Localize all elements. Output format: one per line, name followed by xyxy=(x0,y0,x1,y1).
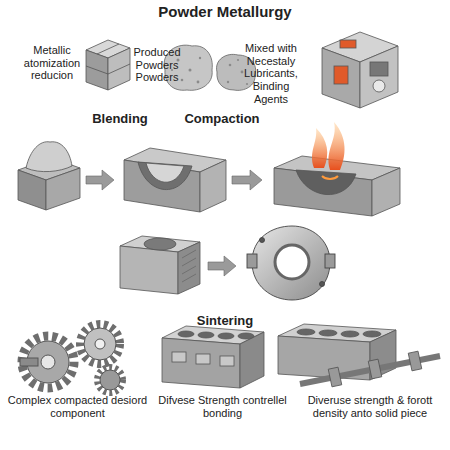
step-heading: Sintering xyxy=(175,314,275,329)
sintered-part-part xyxy=(325,254,335,268)
gear-set-part xyxy=(80,324,120,364)
engine-block-part xyxy=(238,333,254,339)
process-arrow-part xyxy=(208,256,236,276)
compacted-block-part xyxy=(144,238,176,250)
engine-block xyxy=(162,326,264,388)
metal-ingot-part xyxy=(108,64,130,74)
engine-crankshaft-part xyxy=(319,330,337,336)
engine-crankshaft-part xyxy=(408,351,422,371)
sintering-die-part xyxy=(296,170,356,195)
diagram-title: Powder Metallurgy xyxy=(0,3,450,20)
compacted-block-part xyxy=(178,242,200,294)
sintered-part-part xyxy=(260,238,265,243)
engine-block-part xyxy=(220,356,234,366)
compaction-die-part xyxy=(138,162,192,190)
source-label: Mixed with Necestaly Lubricants, Binding… xyxy=(236,42,306,105)
engine-crankshaft-part xyxy=(368,359,382,379)
powder-pile-part xyxy=(189,69,192,72)
metal-ingot xyxy=(86,40,130,90)
sintered-part-part xyxy=(247,254,257,268)
engine-crankshaft-part xyxy=(328,367,342,387)
powder-pile-part xyxy=(227,81,229,83)
sintering-die-part xyxy=(328,122,344,170)
gear-set-part xyxy=(84,328,116,360)
engine-block-part xyxy=(178,331,194,337)
engine-block-part xyxy=(198,332,214,338)
powder-pile-part xyxy=(237,59,239,61)
sintered-part-part xyxy=(275,245,309,279)
step-heading: Compaction xyxy=(176,112,268,127)
metal-ingot-part xyxy=(86,66,108,74)
engine-crankshaft xyxy=(278,324,440,387)
compacted-block xyxy=(120,236,200,294)
powder-pile-part xyxy=(246,83,248,85)
mixing-machine-part xyxy=(373,80,385,92)
compaction-die-part xyxy=(124,160,200,212)
metal-ingot-part xyxy=(97,44,119,54)
source-label: Metallic atomization reducion xyxy=(18,44,86,82)
compacted-block-part xyxy=(120,246,178,294)
engine-block-part xyxy=(196,354,210,364)
mixing-machine-part xyxy=(322,48,360,108)
product-label: Complex compacted desiord component xyxy=(5,394,150,419)
engine-crankshaft-part xyxy=(297,329,315,335)
blending-tray-part xyxy=(26,142,72,172)
blending-tray xyxy=(18,142,80,210)
gear-set-part xyxy=(20,358,38,366)
process-arrow-part xyxy=(232,170,262,190)
product-label: Diveruse strength & forott density anto … xyxy=(295,394,445,419)
sintering-die-part xyxy=(312,128,327,168)
engine-crankshaft-part xyxy=(363,331,381,337)
step-heading: Blending xyxy=(80,112,160,127)
gear-set xyxy=(20,324,123,393)
mixing-machine-part xyxy=(334,66,348,84)
blending-tray-part xyxy=(18,170,46,210)
gear-set-part xyxy=(100,370,120,390)
metal-ingot-part xyxy=(86,50,108,90)
powder-pile-part xyxy=(197,81,200,84)
sintered-part-part xyxy=(275,245,309,279)
engine-block-part xyxy=(240,332,264,388)
compaction-die-part xyxy=(146,163,184,182)
powder-pile-part xyxy=(229,64,232,67)
mixing-machine xyxy=(322,32,398,108)
metal-ingot-part xyxy=(108,48,130,90)
product-label: Difvese Strength contrellel bonding xyxy=(150,394,295,419)
powder-pile-part xyxy=(241,71,244,74)
powder-pile-part xyxy=(181,79,184,82)
gear-set-part xyxy=(95,339,105,349)
sintering-die-part xyxy=(274,168,372,216)
sintered-part xyxy=(247,226,335,300)
sintered-part-part xyxy=(320,282,325,287)
powder-pile-part xyxy=(199,57,201,59)
sintering-die xyxy=(274,122,400,216)
process-arrow-part xyxy=(86,170,114,190)
mixing-machine-part xyxy=(370,62,388,76)
blending-tray-part xyxy=(46,168,80,210)
gear-set-part xyxy=(41,355,55,369)
engine-block-part xyxy=(218,333,234,339)
sintering-die-part xyxy=(322,176,338,179)
compacted-block-part xyxy=(182,250,196,282)
source-label: Produced Powders Powders xyxy=(126,46,188,84)
sintering-die-part xyxy=(372,168,400,216)
gear-set-part xyxy=(97,367,123,393)
powder-pile-part xyxy=(171,57,248,85)
engine-crankshaft-part xyxy=(341,331,359,337)
mixing-machine-part xyxy=(340,40,356,48)
compaction-die-part xyxy=(200,160,226,212)
compaction-die xyxy=(124,148,226,212)
engine-block-part xyxy=(172,352,186,362)
mixing-machine-part xyxy=(360,46,398,108)
engine-block-part xyxy=(162,338,240,388)
sintered-part-part xyxy=(252,226,330,300)
